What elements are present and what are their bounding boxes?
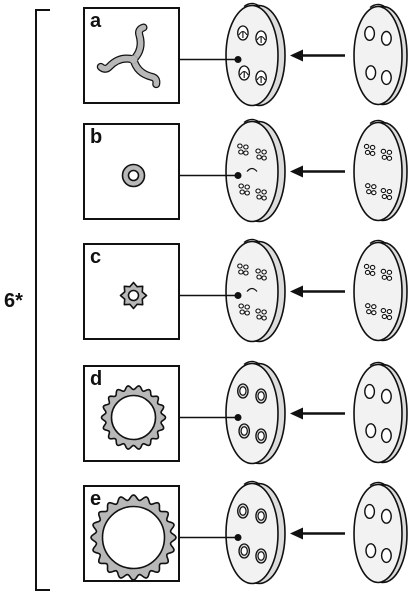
bracket: 6* [4, 9, 50, 591]
front-disc [225, 480, 286, 585]
bracket-label: 6* [4, 290, 23, 312]
row-letter: c [90, 246, 101, 268]
star-ring-shape [119, 281, 148, 310]
leader-dot [234, 172, 242, 179]
front-disc [225, 118, 286, 223]
row-d: d [83, 360, 408, 465]
large-scalloped-ring-shape [90, 494, 177, 581]
back-disc [353, 3, 408, 106]
pinwheel-shape [96, 23, 161, 89]
back-disc [353, 481, 408, 584]
arrow-icon [290, 285, 345, 298]
row-c: c [83, 238, 408, 343]
row-e: e [83, 480, 408, 585]
row-letter: e [90, 488, 101, 510]
leader-dot [234, 292, 242, 299]
row-b: b [83, 118, 408, 223]
arrow-icon [290, 165, 345, 178]
front-disc [225, 360, 286, 465]
row-letter: a [90, 10, 102, 32]
rows: a b c d e [83, 2, 408, 585]
leader-dot [234, 414, 242, 421]
arrow-icon [290, 407, 345, 420]
arrow-icon [290, 49, 345, 62]
medium-scalloped-ring-shape [100, 385, 167, 450]
round-ring-shape [121, 163, 146, 188]
arrow-icon [290, 527, 345, 540]
back-disc [353, 239, 408, 342]
back-disc [353, 361, 408, 464]
row-letter: b [90, 126, 102, 148]
front-disc [225, 238, 286, 343]
leader-dot [234, 56, 242, 63]
back-disc [353, 119, 408, 222]
shape-box [83, 243, 180, 340]
front-disc [225, 2, 286, 107]
leader-dot [234, 534, 242, 541]
row-letter: d [90, 368, 102, 390]
row-a: a [83, 2, 408, 107]
